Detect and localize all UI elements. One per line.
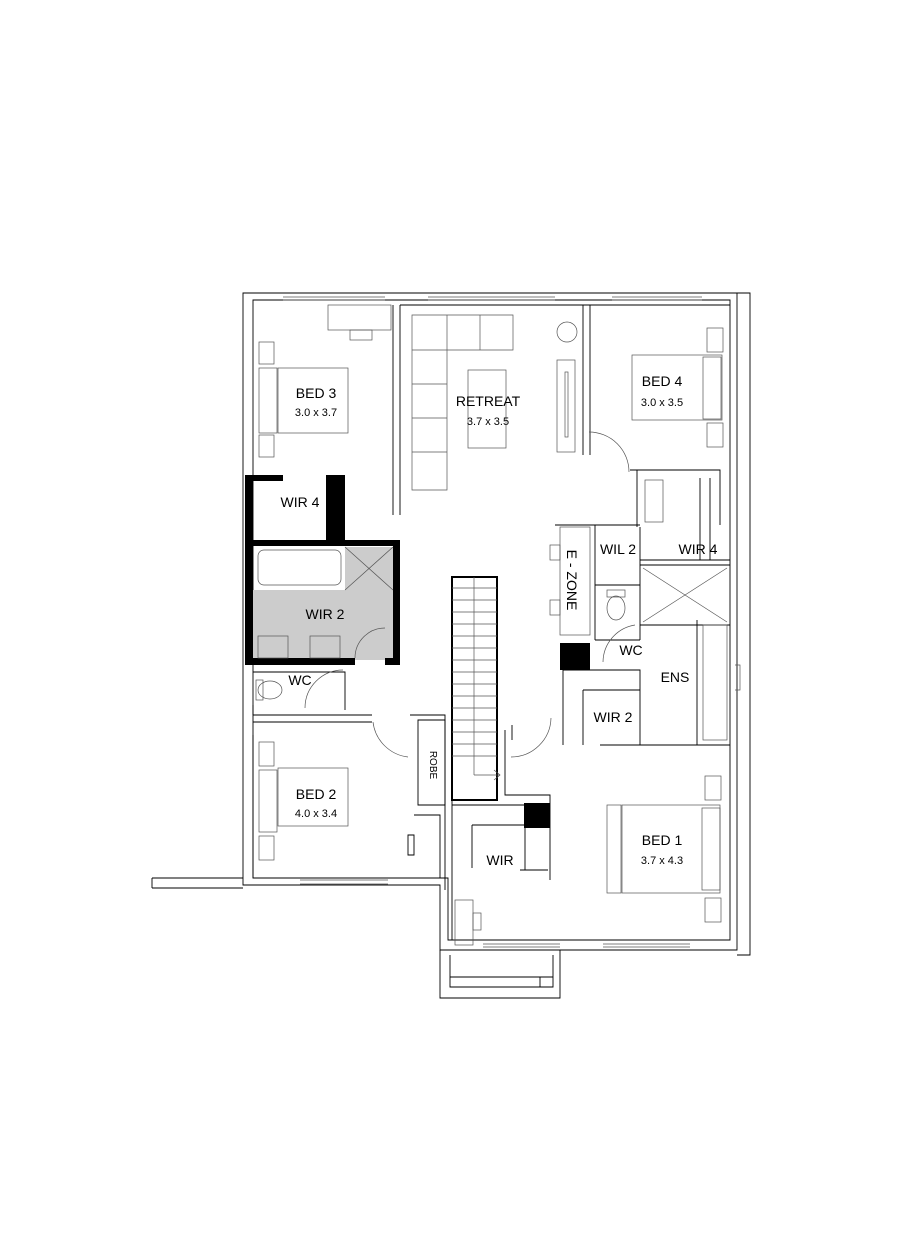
room-label-wir4-right: WIR 4 xyxy=(679,541,718,557)
thick-walls xyxy=(245,475,590,828)
room-size-bed1: 3.7 x 4.3 xyxy=(641,855,683,867)
column xyxy=(560,643,590,670)
room-label-ens: ENS xyxy=(661,669,690,685)
staircase xyxy=(451,576,501,801)
room-label-wc-left: WC xyxy=(288,672,311,688)
room-label-wir2-left: WIR 2 xyxy=(306,606,345,622)
room-label-wil2: WIL 2 xyxy=(600,541,636,557)
room-size-bed3: 3.0 x 3.7 xyxy=(295,407,337,419)
room-label-bed2: BED 2 xyxy=(296,786,337,802)
wir2-shaded-area xyxy=(253,590,393,660)
room-size-bed2: 4.0 x 3.4 xyxy=(295,808,337,820)
room-size-bed4: 3.0 x 3.5 xyxy=(641,397,683,409)
room-label-ezone: E - ZONE xyxy=(564,550,580,611)
room-label-bed1: BED 1 xyxy=(642,832,683,848)
room-label-bed4: BED 4 xyxy=(642,373,683,389)
room-label-retreat: RETREAT xyxy=(456,393,521,409)
room-labels: BED 3 3.0 x 3.7 RETREAT 3.7 x 3.5 BED 4 … xyxy=(281,373,718,868)
fixtures xyxy=(255,304,728,946)
room-size-retreat: 3.7 x 3.5 xyxy=(467,416,509,428)
room-label-bed3: BED 3 xyxy=(296,385,337,401)
room-label-wc-right: WC xyxy=(619,642,642,658)
column xyxy=(524,803,550,828)
room-label-wir: WIR xyxy=(486,852,513,868)
room-label-wir2-right: WIR 2 xyxy=(594,709,633,725)
room-label-robe: ROBE xyxy=(427,751,438,780)
room-label-wir4-left: WIR 4 xyxy=(281,494,320,510)
